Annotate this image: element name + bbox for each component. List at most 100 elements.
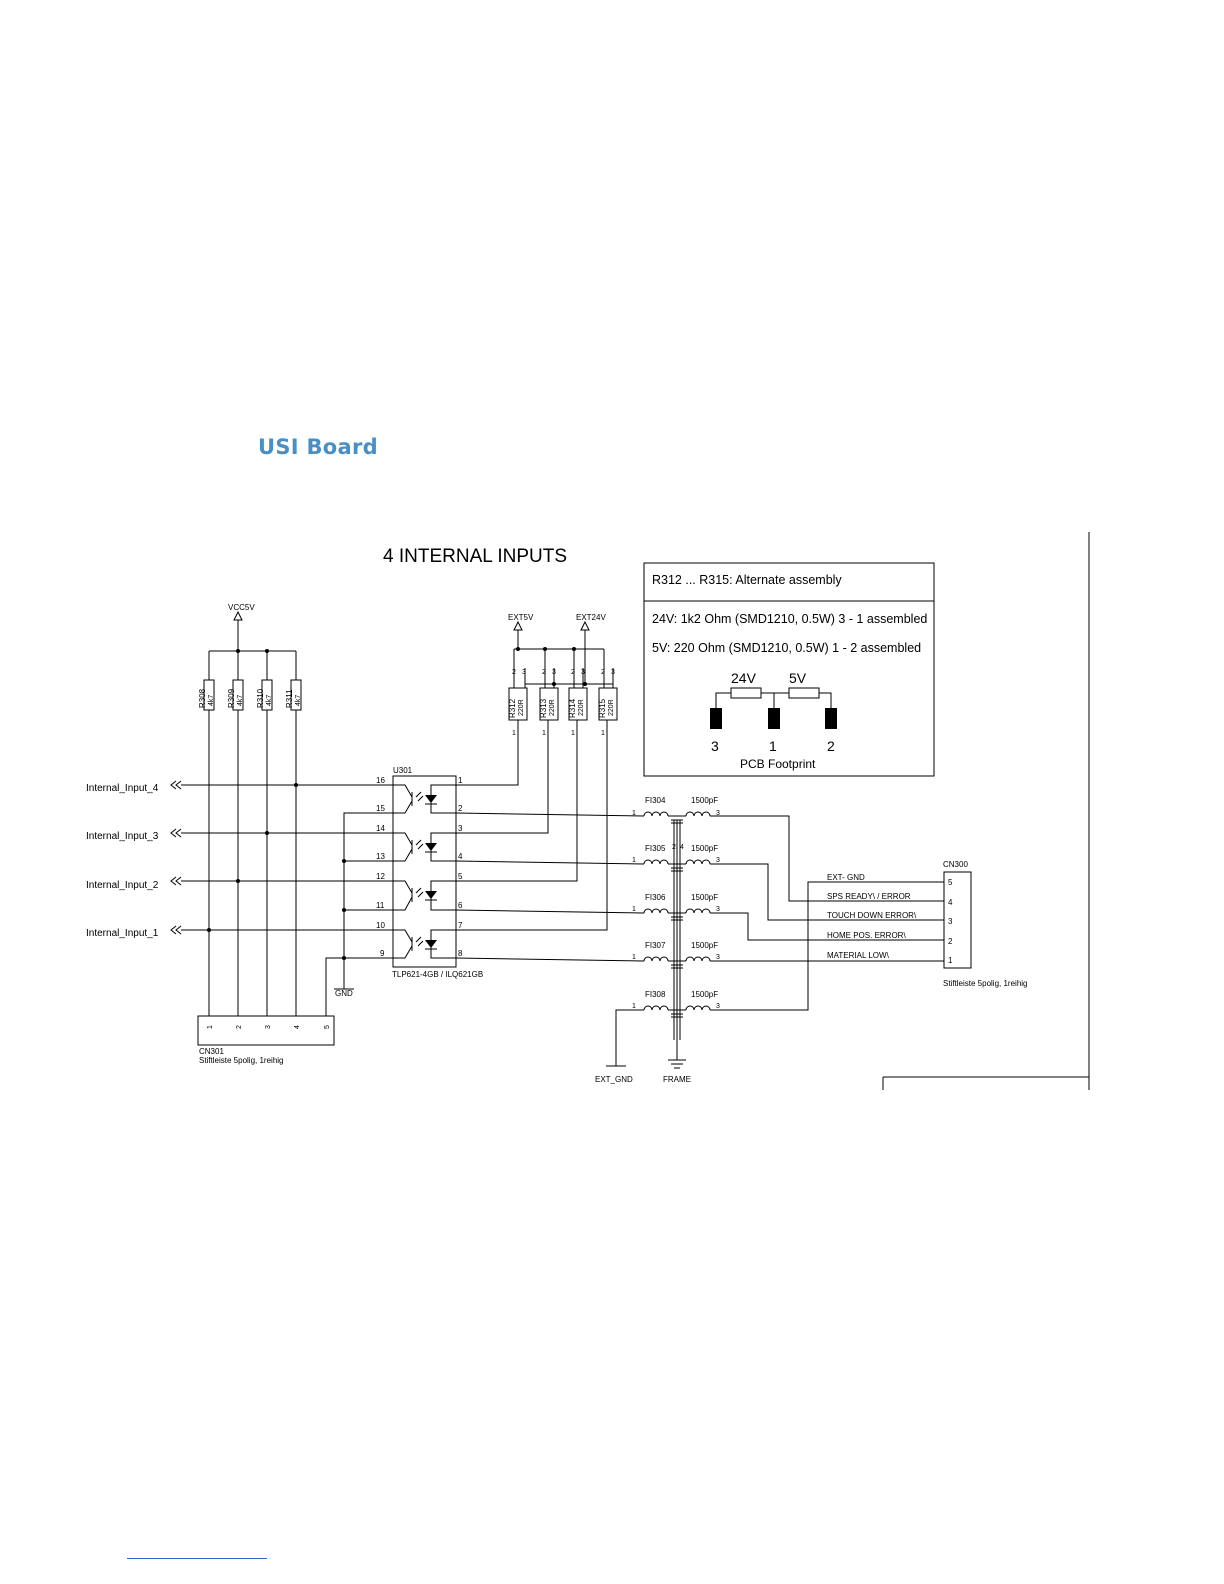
- r314-pin3: 3: [581, 669, 585, 676]
- fi305-cap: 1500pF: [691, 844, 718, 853]
- input-label-1: Internal_Input_1: [86, 928, 159, 939]
- cn301-pin-3: 3: [265, 1025, 272, 1029]
- u301-pin-15: 15: [376, 804, 385, 813]
- r315-pin3: 3: [611, 669, 615, 676]
- vcc5v-label: VCC5V: [228, 603, 255, 612]
- cn301-pin-4: 4: [294, 1025, 301, 1029]
- r310-value: 4k7: [266, 695, 273, 706]
- fp-resistor-24v: [730, 687, 762, 699]
- opto-channel-3: [393, 880, 456, 911]
- r312-pin1: 1: [512, 730, 516, 737]
- u301-pin-6: 6: [458, 901, 463, 910]
- filter-fi306: FI306 1500pF 1 3: [632, 893, 720, 921]
- u301-pin-9: 9: [380, 949, 385, 958]
- opto-channel-2: [393, 832, 456, 862]
- resistor-r315: [598, 687, 618, 721]
- vcc-pullup-section: VCC5V R308 4k7 R309 4k7 R310 4k7 R311 4k…: [198, 603, 302, 1016]
- fi306-ref: FI306: [645, 893, 666, 902]
- note-5v-line: 5V: 220 Ohm (SMD1210, 0.5W) 1 - 2 assemb…: [652, 641, 921, 655]
- fp-caption: PCB Footprint: [740, 757, 816, 771]
- r313-pin2: 2: [542, 669, 546, 676]
- fp-label-5v: 5V: [789, 670, 807, 686]
- fi306-cap: 1500pF: [691, 893, 718, 902]
- input-label-2: Internal_Input_2: [86, 880, 159, 891]
- ext-gnd-label: EXT_GND: [595, 1075, 633, 1084]
- u301-pin-11: 11: [376, 901, 385, 910]
- r314-value: 220R: [578, 699, 585, 716]
- fi308-pin3: 3: [716, 1003, 720, 1010]
- fp-pin-1: 1: [769, 738, 777, 754]
- fi304-cap: 1500pF: [691, 796, 718, 805]
- r313-pin3: 3: [552, 669, 556, 676]
- fi308-pin1: 1: [632, 1003, 636, 1010]
- gnd-label: GND: [335, 989, 353, 998]
- fi305-pin4: 4: [680, 844, 684, 851]
- resistor-r314: [568, 687, 588, 721]
- fi304-ref: FI304: [645, 796, 666, 805]
- r314-pin1: 1: [571, 730, 575, 737]
- input-lines: Internal_Input_4 Internal_Input_3 Intern…: [86, 780, 393, 939]
- r314-ref: R314: [568, 698, 577, 718]
- fi306-pin1: 1: [632, 906, 636, 913]
- gnd-bus: GND: [325, 812, 393, 1016]
- fi308-ref: FI308: [645, 990, 666, 999]
- cn300-pin-1: 1: [948, 956, 953, 965]
- u301-pin-14: 14: [376, 824, 385, 833]
- opto-channel-1: [393, 784, 456, 814]
- optocoupler-u301: U301 TLP621-4GB / ILQ621GB 16 15 14 13 1…: [376, 766, 483, 979]
- r314-pin2: 2: [571, 669, 575, 676]
- resistor-r313: [539, 687, 559, 721]
- u301-pin-5: 5: [458, 872, 463, 881]
- r312-pin2: 2: [512, 669, 516, 676]
- fi306-pin3: 3: [716, 906, 720, 913]
- ext24v-arrow-icon: [580, 620, 590, 631]
- cn301-pin-2: 2: [236, 1025, 243, 1029]
- r309-value: 4k7: [237, 695, 244, 706]
- footnote-rule: [127, 1558, 267, 1559]
- fp-pad-2: [825, 708, 837, 729]
- cn301-pin-5: 5: [324, 1025, 331, 1029]
- fi305-pin3: 3: [716, 857, 720, 864]
- r311-value: 4k7: [295, 695, 302, 706]
- vcc5v-arrow-icon: [233, 610, 243, 621]
- fi307-ref: FI307: [645, 941, 666, 950]
- signal-material-low: MATERIAL LOW\: [827, 951, 890, 960]
- input-label-4: Internal_Input_4: [86, 783, 159, 794]
- fi307-cap: 1500pF: [691, 941, 718, 950]
- r310-ref: R310: [256, 688, 265, 708]
- ext5v-arrow-icon: [513, 620, 523, 631]
- fi307-pin3: 3: [716, 954, 720, 961]
- cn300-ref: CN300: [943, 860, 968, 869]
- r312-value: 220R: [518, 699, 525, 716]
- cn300-pin-5: 5: [948, 878, 953, 887]
- fp-pin-3: 3: [711, 738, 719, 754]
- cn301-desc: Stiftleiste 5polig, 1reihig: [199, 1056, 284, 1065]
- filter-fi304: FI304 1500pF 1 3: [632, 796, 720, 824]
- r308-value: 4k7: [208, 695, 215, 706]
- page-heading: USI Board: [258, 435, 378, 459]
- signal-touch-down: TOUCH DOWN ERROR\: [827, 911, 917, 920]
- input-port-4-icon: [170, 780, 182, 790]
- u301-pin-2: 2: [458, 804, 463, 813]
- filter-input-wires: [455, 812, 645, 962]
- cn301-pin-1: 1: [207, 1025, 214, 1029]
- cn301-ref: CN301: [199, 1047, 224, 1056]
- filter-fi307: FI307 1500pF 1 3: [632, 941, 720, 969]
- filter-fi305: FI305 1500pF 1 3 2 4: [632, 844, 720, 872]
- input-label-3: Internal_Input_3: [86, 831, 159, 842]
- assembly-note-box: R312 ... R315: Alternate assembly 24V: 1…: [643, 562, 935, 777]
- fi304-pin3: 3: [716, 810, 720, 817]
- frame-label: FRAME: [663, 1075, 691, 1084]
- fp-resistor-5v: [788, 687, 820, 699]
- signal-home-pos: HOME POS. ERROR\: [827, 931, 906, 940]
- r309-ref: R309: [227, 688, 236, 708]
- fp-pin-2: 2: [827, 738, 835, 754]
- r311-ref: R311: [285, 689, 294, 708]
- fi305-pin1: 1: [632, 857, 636, 864]
- u301-pin-16: 16: [376, 776, 385, 785]
- r308-ref: R308: [198, 688, 207, 708]
- cn300-pin-2: 2: [948, 937, 953, 946]
- cn300-pin-3: 3: [948, 917, 953, 926]
- r313-pin1: 1: [542, 730, 546, 737]
- note-24v-line: 24V: 1k2 Ohm (SMD1210, 0.5W) 3 - 1 assem…: [652, 612, 927, 626]
